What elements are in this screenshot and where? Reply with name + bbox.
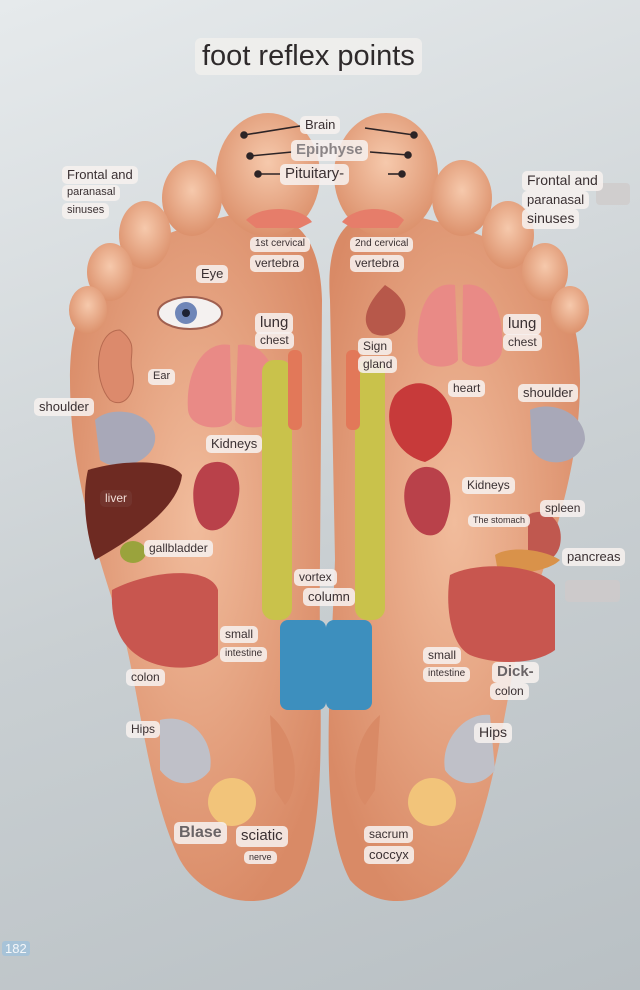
left-toe-4 — [87, 243, 133, 301]
gallbladder-drawing — [120, 541, 146, 563]
bladder-right-drawing — [408, 778, 456, 826]
label-hips-right: Hips — [474, 723, 513, 743]
label-frontal-left-2: paranasal — [62, 185, 121, 201]
label-dick: Dick- — [492, 662, 539, 683]
label-eye: Eye — [196, 265, 229, 284]
pointer-lines — [240, 125, 418, 178]
page-number: 182 — [2, 941, 30, 956]
spine-drawing — [262, 350, 385, 805]
label-sciatic: sciatic — [236, 826, 288, 847]
label-column: column — [303, 588, 355, 607]
label-lung-right-2: chest — [503, 334, 542, 351]
label-liver: liver — [100, 490, 133, 507]
intestine-left-drawing — [111, 573, 218, 668]
right-toe-2 — [432, 160, 492, 236]
left-toe-5 — [69, 286, 107, 334]
bladder-left-drawing — [208, 778, 256, 826]
label-small-intestine-right-1: small — [423, 647, 462, 664]
lung-right-drawing-2 — [462, 284, 503, 367]
label-sign-gland-1: Sign — [358, 338, 393, 355]
label-coccyx: coccyx — [364, 846, 414, 865]
label-pancreas: pancreas — [562, 548, 626, 567]
right-toe-5 — [551, 286, 589, 334]
label-nerve: nerve — [244, 851, 277, 865]
right-foot-sole — [328, 212, 580, 902]
label-frontal-left-3: sinuses — [62, 203, 110, 219]
page-title: foot reflex points — [195, 38, 422, 75]
label-spleen: spleen — [540, 500, 586, 517]
label-frontal-left-1: Frontal and — [62, 166, 138, 185]
label-frontal-right-1: Frontal and — [522, 171, 603, 191]
left-toe-3 — [119, 201, 171, 269]
label-brain: Brain — [300, 116, 341, 135]
cervical-vertebra-right — [342, 208, 404, 228]
shoulder-right-drawing — [530, 406, 585, 463]
spleen-drawing — [528, 511, 561, 561]
label-hips-left: Hips — [126, 721, 161, 738]
shoulder-left-drawing — [95, 411, 156, 466]
label-blase: Blase — [174, 822, 227, 844]
label-ear: Ear — [148, 369, 176, 385]
label-cervical-2-a: 2nd cervical — [350, 237, 414, 252]
kidney-right-drawing — [404, 466, 451, 536]
label-lung-left-2: chest — [255, 332, 294, 349]
label-kidneys-right: Kidneys — [462, 477, 515, 494]
heart-drawing — [389, 383, 453, 462]
intestine-right-drawing — [448, 566, 555, 662]
hips-left-drawing — [160, 718, 211, 784]
label-frontal-right-3: sinuses — [522, 209, 580, 229]
label-kidneys-left: Kidneys — [206, 435, 263, 454]
label-sacrum: sacrum — [364, 826, 414, 843]
label-cervical-1-b: vertebra — [250, 255, 305, 272]
ear-drawing — [98, 329, 134, 403]
label-lung-left-1: lung — [255, 313, 294, 334]
kidney-left-drawing — [193, 461, 240, 531]
right-toe-3 — [482, 201, 534, 269]
label-shoulder-left: shoulder — [34, 398, 94, 417]
right-toe-4 — [522, 243, 568, 301]
label-small-intestine-left-1: small — [220, 626, 259, 643]
lung-left-drawing — [187, 344, 232, 428]
label-pituitary: Pituitary- — [280, 164, 350, 185]
label-small-intestine-right-2: intestine — [423, 667, 471, 682]
label-colon-left: colon — [126, 669, 165, 686]
label-heart: heart — [448, 380, 486, 397]
cervical-vertebra-left — [246, 208, 312, 228]
left-toe-2 — [162, 160, 222, 236]
label-gallbladder: gallbladder — [144, 540, 213, 557]
label-dick-colon: colon — [490, 683, 529, 700]
liver-drawing — [84, 462, 182, 560]
lung-right-drawing — [417, 284, 458, 367]
label-stomach: The stomach — [468, 514, 531, 528]
label-cervical-2-b: vertebra — [350, 255, 405, 272]
label-vortex: vortex — [294, 569, 337, 586]
label-shoulder-right: shoulder — [518, 384, 578, 403]
label-cervical-1-a: 1st cervical — [250, 237, 311, 252]
label-frontal-right-2: paranasal — [522, 191, 590, 210]
label-sign-gland-2: gland — [358, 356, 398, 373]
label-small-intestine-left-2: intestine — [220, 647, 268, 662]
label-lung-right-1: lung — [503, 314, 542, 335]
label-epiphyse: Epiphyse — [291, 140, 368, 161]
sign-gland-drawing — [365, 285, 406, 336]
